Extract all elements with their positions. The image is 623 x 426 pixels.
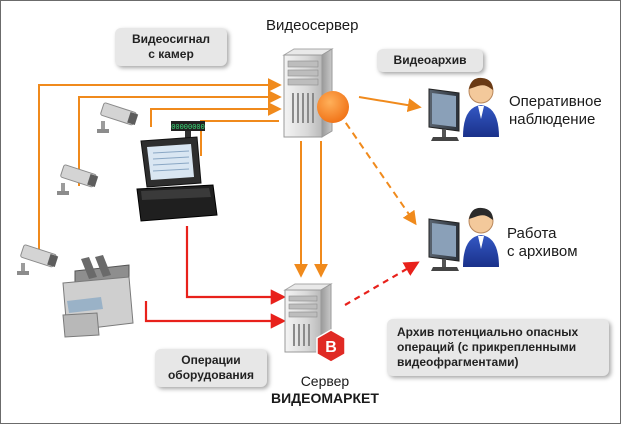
video-archive-indicator — [317, 91, 349, 123]
archive-work-line-1: Работа — [507, 225, 557, 242]
videomarket-logo-icon: В — [316, 329, 346, 363]
video-archive-callout: Видеоархив — [377, 49, 483, 72]
archive-work-label: Работа с архивом — [507, 225, 578, 261]
video-signal-lines — [38, 78, 282, 253]
cctv-camera-icon — [57, 164, 99, 195]
equipment-operation-flows — [144, 226, 420, 329]
banknote-counter-icon — [62, 255, 134, 338]
videomarket-logo-letter: В — [325, 339, 337, 356]
video-server-flows — [294, 96, 422, 278]
equipment-operations-callout: Операции оборудования — [155, 349, 267, 387]
videomarket-label-line-1: Сервер — [300, 373, 350, 389]
server-tower-icon — [282, 48, 334, 138]
video-signal-line-2: с камер — [148, 47, 194, 61]
videomarket-server-label: Сервер ВИДЕОМАРКЕТ — [271, 373, 379, 407]
cctv-camera-icon — [17, 244, 59, 275]
videomarket-label-line-2: ВИДЕОМАРКЕТ — [271, 389, 379, 406]
dangerous-archive-line-2: операций (с прикрепленными — [397, 340, 577, 354]
operations-line-2: оборудования — [167, 368, 255, 382]
operative-label-line-2: наблюдение — [509, 111, 596, 128]
operative-label-line-1: Оперативное — [509, 93, 602, 110]
pos-terminal-icon: 00000000 — [136, 121, 218, 222]
dangerous-archive-line-3: видеофрагментами) — [397, 355, 519, 369]
operations-line-1: Операции — [181, 353, 241, 367]
dangerous-archive-line-1: Архив потенциально опасных — [397, 325, 579, 339]
dangerous-operations-archive-callout: Архив потенциально опасных операций (с п… — [387, 319, 609, 376]
video-archive-label: Видеоархив — [393, 53, 467, 67]
operator-workstation-icon — [428, 77, 499, 141]
archive-work-line-2: с архивом — [507, 243, 578, 260]
operator-workstation-icon — [428, 207, 499, 271]
register-display-text: 00000000 — [171, 124, 205, 132]
operative-monitoring-label: Оперативное наблюдение — [509, 93, 602, 129]
video-signal-callout: Видеосигнал с камер — [115, 28, 227, 66]
video-signal-line-1: Видеосигнал — [131, 32, 211, 46]
video-server-title: Видеосервер — [266, 17, 359, 34]
cctv-camera-icon — [97, 102, 139, 133]
